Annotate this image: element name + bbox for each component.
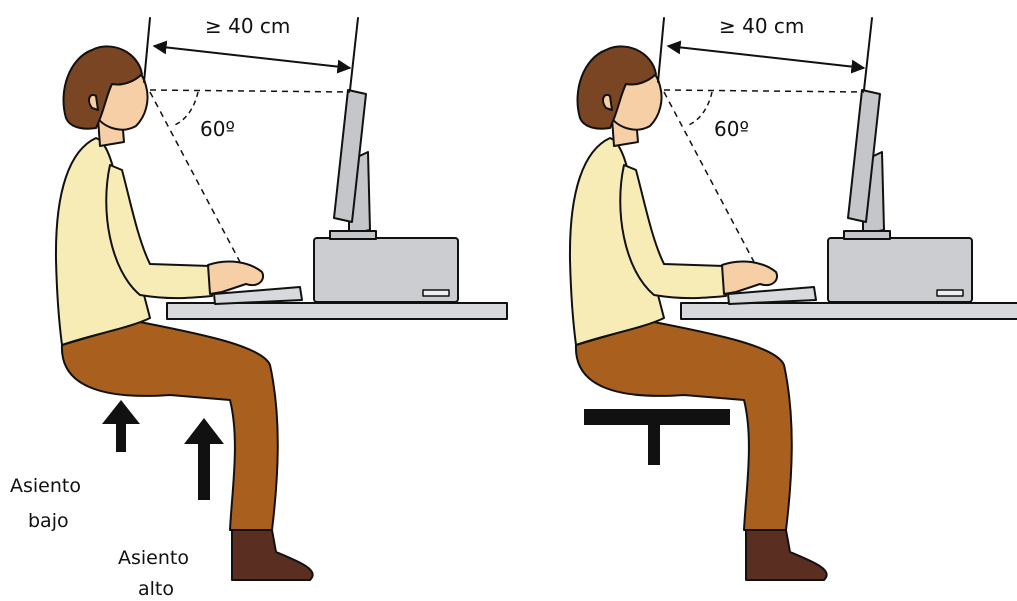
- arrow-up-icon: [184, 418, 224, 500]
- distance-arrow-right: [668, 46, 864, 68]
- stool-icon: [584, 409, 730, 465]
- dimension-extension-monitor-right: [864, 18, 872, 90]
- horizontal-sightline-left: [150, 90, 350, 92]
- dimension-extension-eye-left: [144, 18, 150, 82]
- dimension-extension-monitor-left: [350, 18, 358, 90]
- distance-label-right: ≥ 40 cm: [719, 14, 804, 38]
- dimension-extension-eye-right: [658, 18, 664, 82]
- horizontal-sightline-right: [664, 90, 864, 92]
- seat-low-label-line2: bajo: [28, 510, 69, 532]
- distance-label-left: ≥ 40 cm: [205, 14, 290, 38]
- person-at-computer-left: [56, 46, 507, 580]
- angle-arc-right: [686, 92, 712, 126]
- angle-label-right: 60º: [714, 117, 749, 141]
- seat-high-label-line2: alto: [138, 578, 174, 600]
- seat-high-label-line1: Asiento: [118, 547, 189, 569]
- arrow-up-icon: [102, 400, 140, 452]
- person-at-computer-right: [570, 46, 1017, 580]
- angle-arc-left: [172, 92, 198, 126]
- right-panel: ≥ 40 cm 60º: [570, 14, 1017, 580]
- left-panel: ≥ 40 cm 60º Asiento bajo Asiento alto: [10, 14, 507, 600]
- angle-label-left: 60º: [200, 117, 235, 141]
- distance-arrow-left: [154, 46, 350, 68]
- seat-low-label-line1: Asiento: [10, 475, 81, 497]
